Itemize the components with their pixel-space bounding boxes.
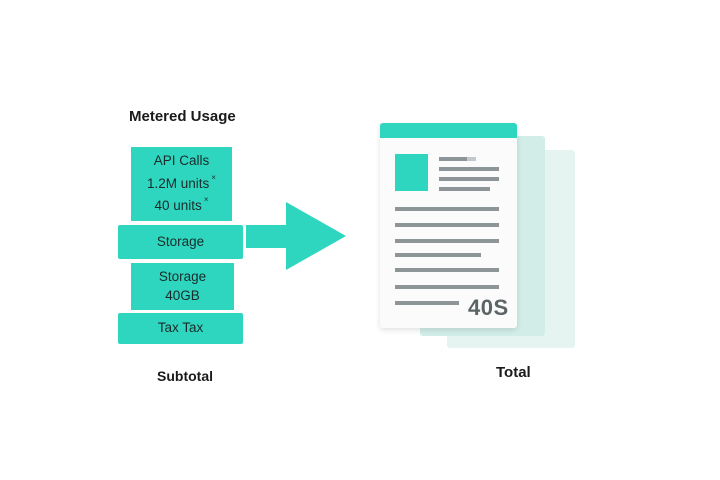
- api-units-row-2: 40 units×: [155, 195, 209, 218]
- document-logo-block: [395, 154, 428, 191]
- document-line: [395, 239, 499, 243]
- api-units-value: 1.2M units: [147, 175, 210, 191]
- metered-usage-heading: Metered Usage: [129, 108, 236, 125]
- storage-block: Storage 40GB: [131, 263, 234, 310]
- storage-wide-block: Storage: [118, 225, 243, 259]
- api-calls-label: API Calls: [153, 152, 210, 168]
- invoice-document: 40S: [380, 123, 517, 328]
- document-line: [467, 157, 476, 161]
- api-units-value-2: 40 units: [154, 198, 202, 214]
- storage-label: Storage: [158, 269, 207, 285]
- document-line: [395, 285, 499, 289]
- document-line: [395, 301, 459, 305]
- api-units-row: 1.2M units×: [147, 173, 216, 196]
- subtotal-label: Subtotal: [157, 368, 213, 384]
- document-header-bar: [380, 123, 517, 138]
- api-calls-block: API Calls 1.2M units× 40 units×: [131, 147, 232, 221]
- right-arrow-icon: [246, 202, 346, 270]
- document-line: [395, 207, 499, 211]
- document-total-value: 40S: [468, 295, 509, 320]
- document-line: [439, 187, 490, 191]
- multiply-mark-icon: ×: [211, 172, 216, 182]
- document-line: [395, 223, 499, 227]
- total-label: Total: [496, 364, 531, 381]
- document-line: [439, 167, 499, 171]
- multiply-mark-icon: ×: [203, 195, 209, 205]
- tax-block: Tax Tax: [118, 313, 243, 344]
- document-line: [439, 157, 467, 161]
- storage-amount: 40GB: [165, 287, 200, 303]
- document-line: [439, 177, 499, 181]
- document-line: [395, 268, 499, 272]
- document-line: [395, 253, 481, 257]
